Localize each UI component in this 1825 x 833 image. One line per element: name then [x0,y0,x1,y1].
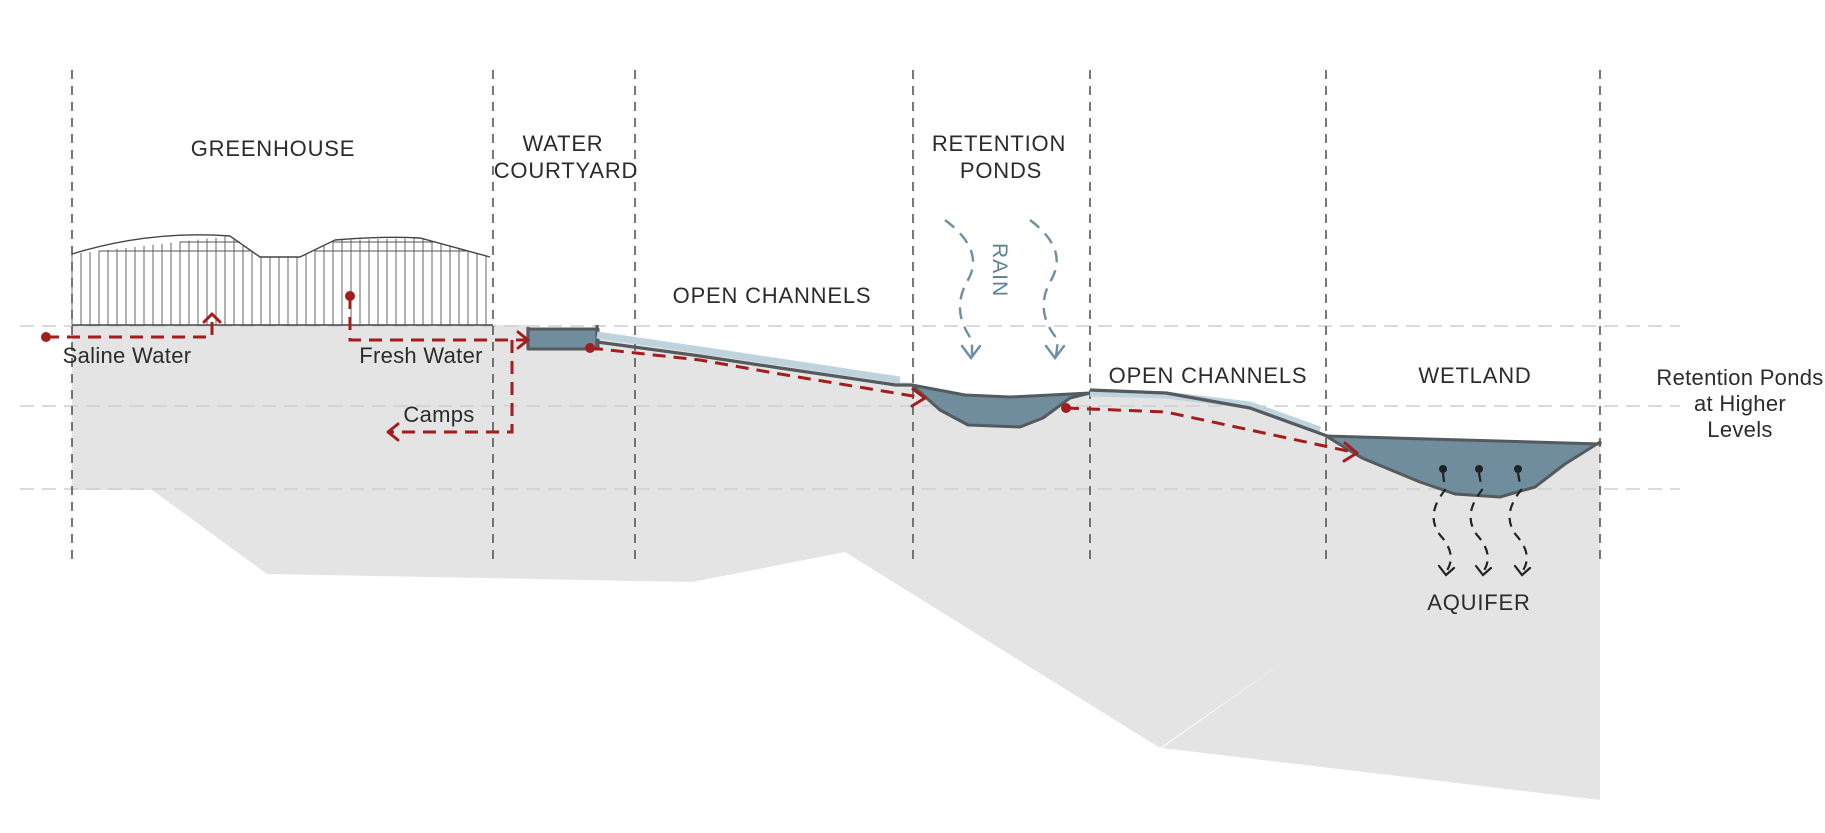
lower-channel-arrow [1342,441,1359,463]
seep-stream [1432,472,1452,573]
rain-stream-right [1029,219,1060,357]
seep-dot [1514,465,1522,473]
side-note-line2: at Higher [1694,391,1786,416]
terrain-profile [596,331,1602,499]
greenhouse-structure [71,234,493,326]
saline-flow-arrow [202,312,222,324]
lower-channel-flow [1065,406,1358,455]
aquifer-label: AQUIFER [1427,590,1530,615]
seep-dot [1439,465,1447,473]
camps-flow [388,340,514,434]
seep-dot [1475,465,1483,473]
greenhouse-grid [71,236,487,325]
rain-arrow-left [960,344,982,360]
flow-label-saline-water: Saline Water [63,343,192,368]
aquifer-seepage [1432,465,1532,577]
zone-label-wetland: WETLAND [1418,363,1531,388]
fresh-water-flow [348,296,528,342]
retention-pond [910,383,1092,429]
level-lines [20,325,1680,490]
side-note: Retention Ponds at Higher Levels [1656,365,1823,442]
zone-label-open-channels-lower: OPEN CHANNELS [1109,363,1308,388]
flow-label-camps: Camps [403,402,474,427]
ground-mass [72,325,1600,800]
seep-stream [1469,472,1489,573]
zone-label-water-courtyard-line1: WATER [523,131,604,156]
greenhouse-roof [71,234,491,258]
upper-channel-arrow [910,387,927,408]
rain-arrow-right [1044,344,1066,360]
saline-water-flow [46,315,214,339]
rain-arrows [944,219,1066,360]
zone-label-open-channels-upper: OPEN CHANNELS [673,283,872,308]
zone-label-retention-ponds-line1: RETENTION [932,131,1066,156]
fresh-flow-arrow [516,330,530,350]
zone-labels: GREENHOUSE WATER COURTYARD OPEN CHANNELS… [191,131,1531,388]
flow-label-fresh-water: Fresh Water [359,343,483,368]
upper-channel-flow [589,346,926,400]
zone-label-retention-ponds-line2: PONDS [960,158,1042,183]
seep-arrow [1437,564,1456,577]
flow-labels: Saline Water Fresh Water Camps [63,343,483,427]
zone-dividers [71,70,1601,565]
zone-label-greenhouse: GREENHOUSE [191,136,355,161]
side-note-line3: Levels [1707,417,1772,442]
zone-label-water-courtyard-line2: COURTYARD [494,158,639,183]
seep-arrow [1513,564,1532,577]
seep-stream [1508,472,1528,573]
camps-flow-arrow [386,422,400,442]
rain-stream-left [944,219,975,356]
fresh-water-flows [41,291,1359,463]
side-note-line1: Retention Ponds [1656,365,1823,390]
seep-arrow [1474,564,1493,577]
wetland-pond [1324,434,1602,499]
rain-label: RAIN [988,243,1011,297]
